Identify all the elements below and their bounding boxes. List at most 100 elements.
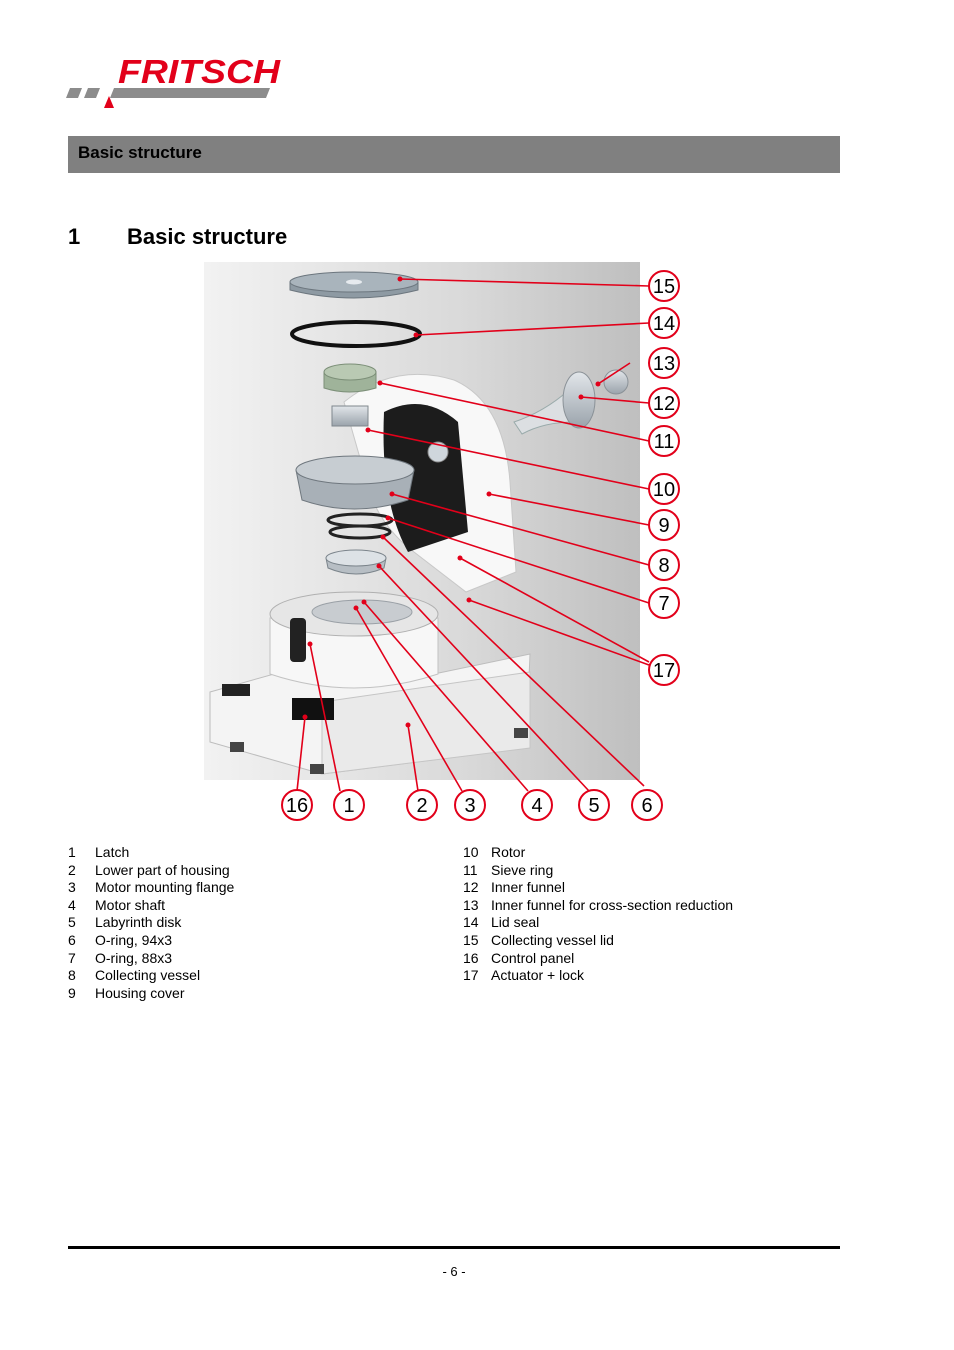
legend-label: O-ring, 94x3 xyxy=(95,931,173,948)
header-title: Basic structure xyxy=(78,143,202,162)
machine-base xyxy=(209,653,531,775)
svg-text:5: 5 xyxy=(588,795,599,817)
legend-number: 2 xyxy=(68,861,76,878)
legend-label: Rotor xyxy=(491,844,526,860)
callout-8: 8 xyxy=(648,549,680,581)
legend-item: 8 Collecting vessel xyxy=(68,967,234,985)
legend-label: Control panel xyxy=(491,949,575,966)
svg-text:8: 8 xyxy=(658,555,669,577)
legend-number: 14 xyxy=(463,914,479,931)
svg-text:1: 1 xyxy=(343,795,354,817)
housing-cover xyxy=(343,369,629,593)
svg-text:14: 14 xyxy=(653,313,675,335)
svg-text:15: 15 xyxy=(653,276,675,298)
o-ring-88 xyxy=(328,524,392,540)
legend-label: Motor mounting flange xyxy=(95,879,235,896)
footer-rule xyxy=(68,1246,840,1249)
legend-number: 6 xyxy=(68,931,76,948)
legend-label: Sieve ring xyxy=(491,861,554,878)
svg-text:4: 4 xyxy=(531,795,542,817)
legend-label: Labyrinth disk xyxy=(95,914,182,931)
leader-dots xyxy=(302,276,601,728)
section-number: 1 xyxy=(68,224,81,249)
callout-10: 10 xyxy=(648,473,680,505)
logo-wordmark: FRITSCH xyxy=(118,53,281,90)
legend-item: 1 Latch xyxy=(68,844,234,862)
logo-gray-stripe-2 xyxy=(84,88,100,98)
callout-12: 12 xyxy=(648,387,680,419)
callout-7: 7 xyxy=(648,587,680,619)
legend-number: 10 xyxy=(463,844,479,860)
labyrinth-disk xyxy=(325,549,387,575)
legend-label: Inner funnel xyxy=(491,879,565,896)
logo-red-triangle xyxy=(104,96,114,108)
legend-label: Latch xyxy=(95,844,130,860)
legend-item: 6 O-ring, 94x3 xyxy=(68,932,234,950)
legend-label: Inner funnel for cross-section reduction xyxy=(491,896,734,913)
exploded-view-figure: 15 14 13 12 11 10 9 8 7 17 16 1 2 3 4 5 … xyxy=(204,262,680,821)
svg-text:10: 10 xyxy=(653,479,675,501)
callout-13: 13 xyxy=(648,347,680,379)
legend-number: 15 xyxy=(463,931,479,948)
legend-item: 12 Inner funnel xyxy=(463,879,733,897)
svg-text:13: 13 xyxy=(653,353,675,375)
legend-item: 13 Inner funnel for cross-section reducti… xyxy=(463,897,733,915)
legend-number: 13 xyxy=(463,896,479,913)
legend-right: 10 Rotor 11 Sieve ring 12 Inner funnel 13 In… xyxy=(463,844,733,985)
section-title: Basic structure xyxy=(127,224,288,249)
legend-item: 2 Lower part of housing xyxy=(68,862,234,880)
callout-15: 15 xyxy=(648,270,680,302)
callout-2: 2 xyxy=(406,789,438,821)
svg-text:7: 7 xyxy=(658,593,669,615)
legend-number: 17 xyxy=(463,967,479,984)
lower-housing-drum xyxy=(269,591,439,689)
svg-text:12: 12 xyxy=(653,393,675,415)
callout-5: 5 xyxy=(578,789,610,821)
svg-text:2: 2 xyxy=(416,795,427,817)
legend-label: O-ring, 88x3 xyxy=(95,949,173,966)
legend-number: 1 xyxy=(68,844,76,860)
legend-item: 15 Collecting vessel lid xyxy=(463,932,733,950)
svg-text:17: 17 xyxy=(653,660,675,682)
collecting-vessel-lid-shape xyxy=(289,271,419,299)
legend-number: 3 xyxy=(68,879,76,896)
legend-number: 11 xyxy=(463,861,478,878)
callout-3: 3 xyxy=(454,789,486,821)
callout-16: 16 xyxy=(281,789,313,821)
legend-left: 1 Latch 2 Lower part of housing 3 Motor mou… xyxy=(68,844,234,1002)
legend-item: 5 Labyrinth disk xyxy=(68,914,234,932)
legend-item: 17 Actuator + lock xyxy=(463,967,733,985)
svg-text:6: 6 xyxy=(641,795,652,817)
legend-number: 12 xyxy=(463,879,479,896)
rotor-and-sieve xyxy=(323,363,377,427)
header-bar: Basic structure xyxy=(68,136,840,173)
page-number: - 6 - xyxy=(442,1264,466,1279)
legend-number: 8 xyxy=(68,967,76,984)
legend-number: 16 xyxy=(463,949,479,966)
callout-14: 14 xyxy=(648,307,680,339)
legend-number: 7 xyxy=(68,949,76,966)
leader-lines xyxy=(296,278,650,792)
fritsch-logo: FRITSCH xyxy=(66,53,281,108)
svg-text:16: 16 xyxy=(286,795,308,817)
legend-label: Collecting vessel xyxy=(95,967,201,984)
logo-gray-bar xyxy=(110,88,270,98)
collecting-vessel-shape xyxy=(295,455,415,510)
callout-1: 1 xyxy=(333,789,365,821)
legend-label: Housing cover xyxy=(95,984,185,1001)
section-heading: 1 Basic structure xyxy=(68,224,287,250)
callout-11: 11 xyxy=(648,425,680,457)
svg-text:3: 3 xyxy=(464,795,475,817)
callout-4: 4 xyxy=(521,789,553,821)
legend-label: Actuator + lock xyxy=(491,967,584,984)
legend-label: Collecting vessel lid xyxy=(491,931,614,948)
legend-item: 11 Sieve ring xyxy=(463,862,733,880)
logo-gray-stripe-1 xyxy=(66,88,82,98)
legend-label: Lower part of housing xyxy=(95,861,230,878)
callout-9: 9 xyxy=(648,509,680,541)
legend-number: 5 xyxy=(68,914,76,931)
svg-text:9: 9 xyxy=(658,515,669,537)
